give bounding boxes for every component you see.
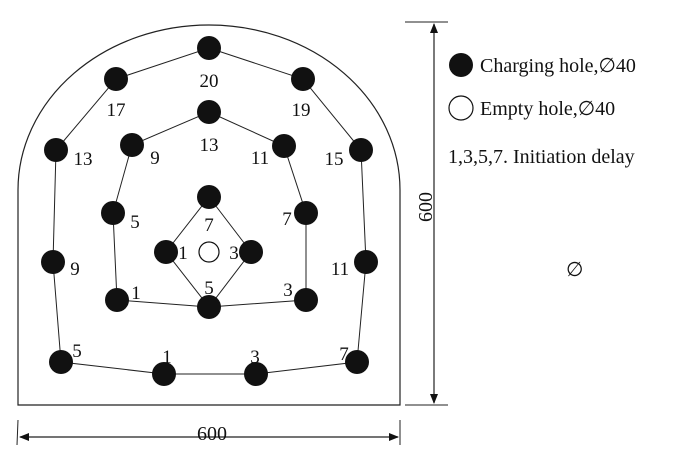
- charging-hole: [104, 67, 128, 91]
- charging-hole: [197, 185, 221, 209]
- hole-delay-label: 1: [131, 283, 141, 304]
- dimension-width-label: 600: [197, 423, 227, 445]
- charging-hole: [152, 362, 176, 386]
- charging-hole: [101, 201, 125, 225]
- hole-delay-label: 7: [339, 344, 349, 365]
- charging-hole: [272, 134, 296, 158]
- charging-hole: [197, 36, 221, 60]
- hole-delay-label: 7: [282, 209, 292, 230]
- hole-delay-label: 1: [178, 243, 188, 264]
- hole-delay-label: 19: [292, 100, 311, 121]
- hole-delay-label: 3: [229, 243, 239, 264]
- dimension-height-label: 600: [415, 192, 437, 222]
- legend-charging-label: Charging hole,∅40: [480, 55, 636, 77]
- charging-hole: [294, 288, 318, 312]
- hole-delay-label: 5: [72, 341, 82, 362]
- hole-delay-label: 5: [204, 278, 214, 299]
- charging-hole: [197, 100, 221, 124]
- charging-hole: [105, 288, 129, 312]
- hole-delay-label: 15: [325, 149, 344, 170]
- charging-hole: [294, 201, 318, 225]
- hole-delay-label: 20: [200, 71, 219, 92]
- outer-ring: [52, 47, 367, 375]
- stray-diameter-symbol: ∅: [566, 259, 583, 281]
- charging-hole: [349, 138, 373, 162]
- hole-delay-label: 13: [200, 135, 219, 156]
- charging-hole: [49, 350, 73, 374]
- hole-delay-label: 17: [107, 100, 126, 121]
- holes-layer: [41, 36, 378, 386]
- charging-hole: [291, 67, 315, 91]
- hole-delay-label: 9: [70, 259, 80, 280]
- charging-hole: [239, 240, 263, 264]
- hole-delay-label: 13: [74, 149, 93, 170]
- charging-hole: [244, 362, 268, 386]
- hole-delay-label: 7: [204, 215, 214, 236]
- charging-hole: [41, 250, 65, 274]
- legend-empty-icon: [448, 95, 474, 121]
- legend-charging-icon: [449, 53, 473, 77]
- charging-hole: [345, 350, 369, 374]
- charging-hole: [44, 138, 68, 162]
- hole-delay-label: 3: [250, 347, 260, 368]
- charging-hole: [154, 240, 178, 264]
- hole-delay-label: 3: [283, 280, 293, 301]
- legend-delay-note: 1,3,5,7. Initiation delay: [448, 146, 635, 168]
- dimension-line-width: [16, 419, 19, 446]
- hole-delay-label: 5: [130, 212, 140, 233]
- hole-delay-label: 11: [251, 148, 269, 169]
- hole-delay-label: 11: [331, 259, 349, 280]
- charging-hole: [354, 250, 378, 274]
- tunnel-outline: [17, 24, 401, 406]
- hole-delay-label: 1: [162, 347, 172, 368]
- hole-delay-label: 9: [150, 148, 160, 169]
- legend-empty-label: Empty hole,∅40: [480, 98, 615, 120]
- empty-hole: [198, 241, 220, 263]
- charging-hole: [120, 133, 144, 157]
- charging-hole: [197, 295, 221, 319]
